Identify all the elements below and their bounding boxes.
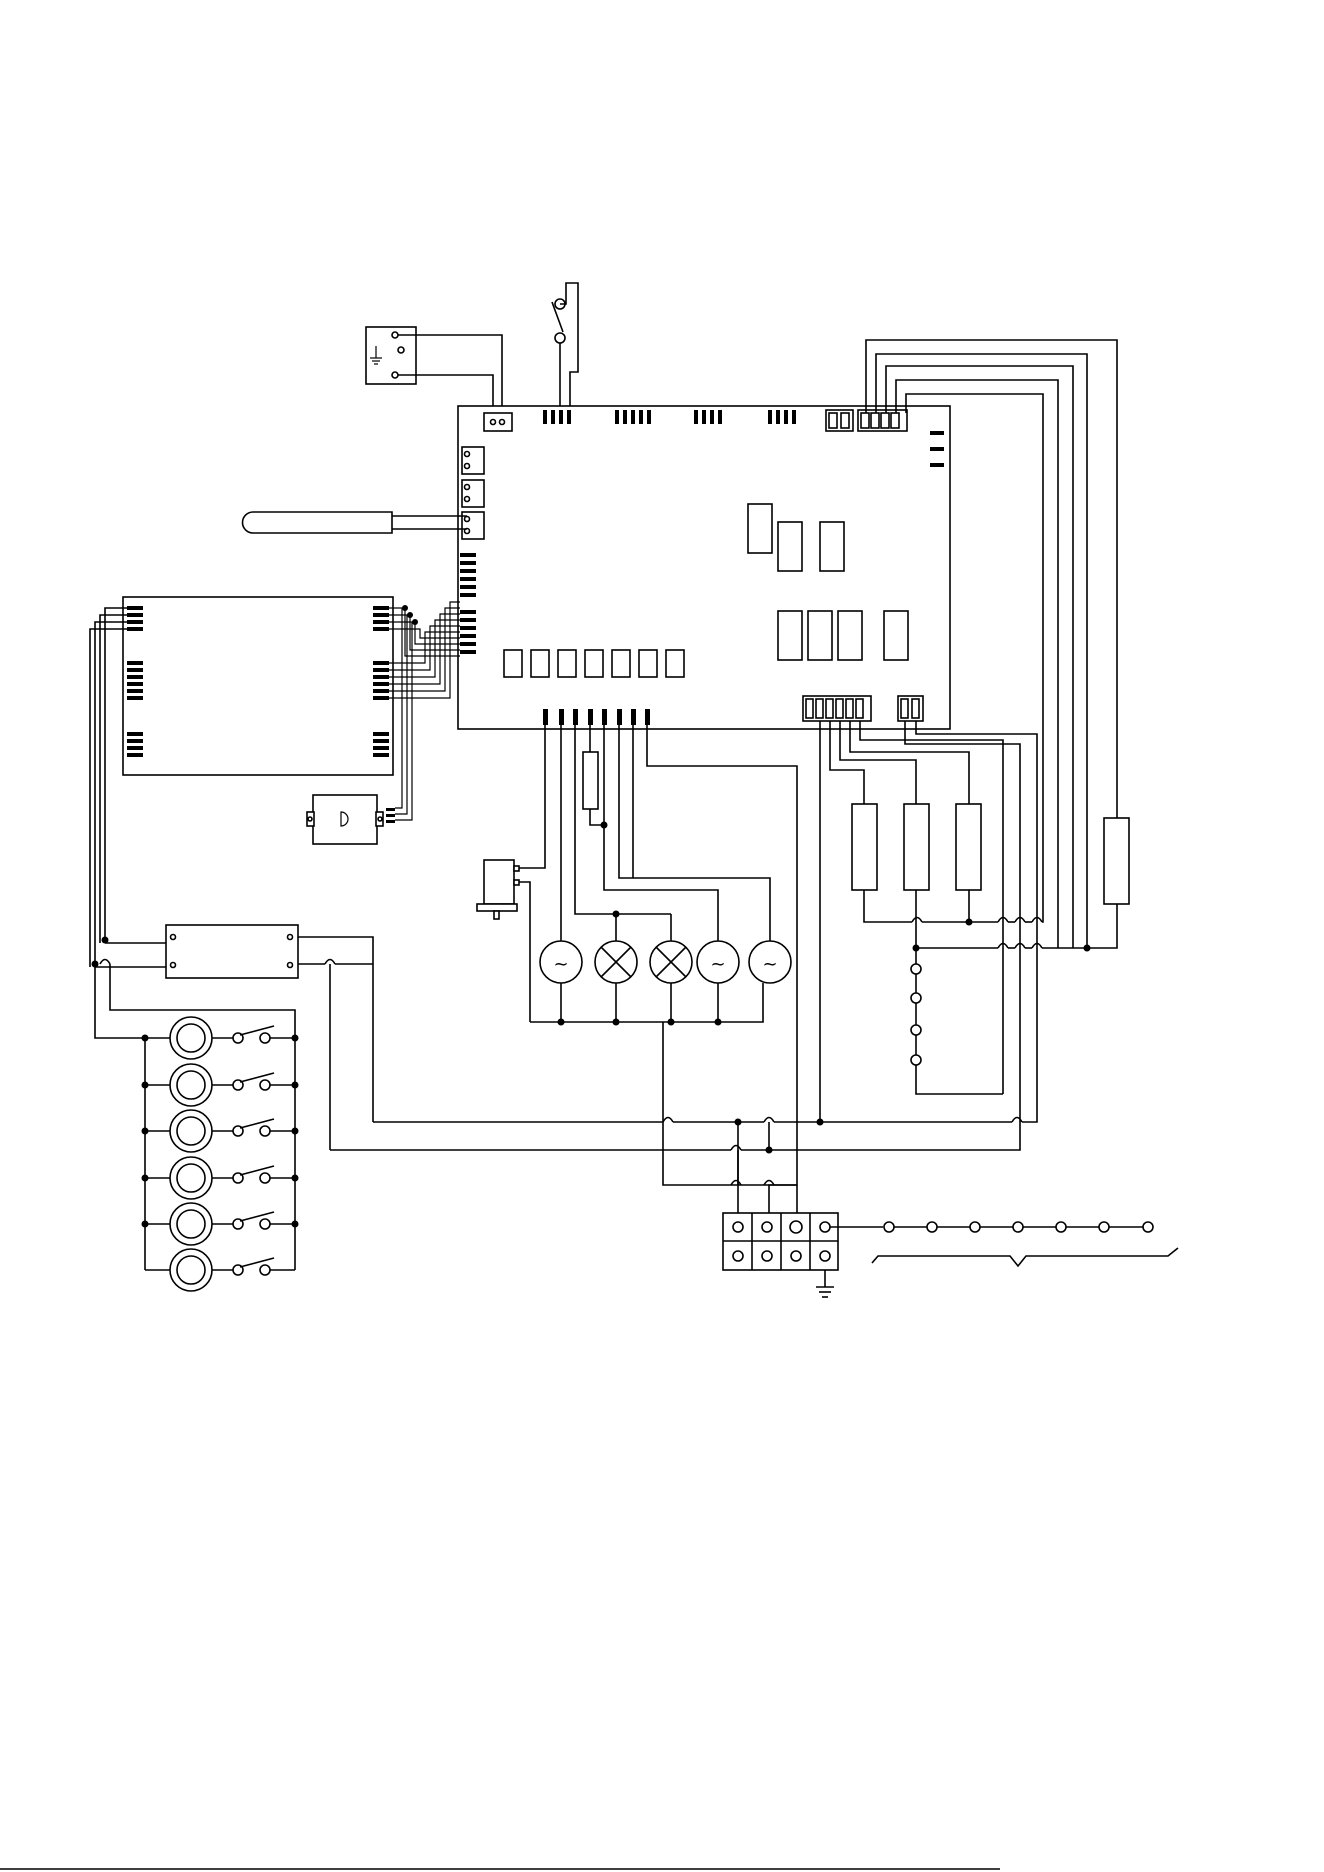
zone-5	[142, 1203, 299, 1245]
svg-text:~: ~	[553, 954, 568, 975]
svg-text:~: ~	[762, 954, 777, 975]
connector-bottom-right-a	[803, 696, 871, 721]
heater-1	[852, 804, 877, 890]
thermostat-chain	[911, 948, 1003, 1094]
heater-4-right	[1104, 818, 1129, 904]
door-lock-solenoid	[477, 860, 519, 919]
zone-1	[142, 1017, 299, 1059]
cooking-zones	[95, 964, 299, 1291]
heater-3	[956, 804, 981, 890]
zone-6	[145, 1249, 295, 1291]
connector-top-right-b	[858, 410, 907, 431]
svg-text:~: ~	[710, 954, 725, 975]
ribbon-cable	[389, 602, 460, 820]
buzzer-module	[307, 795, 395, 844]
connector-top-right-a	[826, 410, 853, 431]
temperature-probe	[243, 512, 468, 533]
lamp-2	[650, 941, 692, 983]
connector-bottom-right-b	[898, 696, 923, 721]
motor-3: ~	[749, 941, 791, 983]
heater-2	[904, 804, 929, 890]
series-terminals	[830, 1222, 1153, 1232]
lamp-1	[595, 941, 637, 983]
door-switch	[552, 283, 578, 414]
display-board	[123, 597, 393, 775]
motor-1: ~	[540, 941, 582, 983]
relay-row	[504, 650, 684, 677]
resistor-top	[583, 752, 598, 809]
motor-2: ~	[697, 941, 739, 983]
filter-module	[166, 925, 298, 978]
terminal-block	[723, 1213, 838, 1270]
zone-4	[142, 1157, 299, 1199]
brace	[872, 1248, 1178, 1266]
display-side-wires	[90, 608, 127, 967]
zone-3	[142, 1110, 299, 1152]
control-board	[458, 406, 950, 729]
zone-2	[142, 1064, 299, 1106]
connector-socket	[484, 413, 512, 431]
earth-terminal-icon	[816, 1270, 834, 1297]
